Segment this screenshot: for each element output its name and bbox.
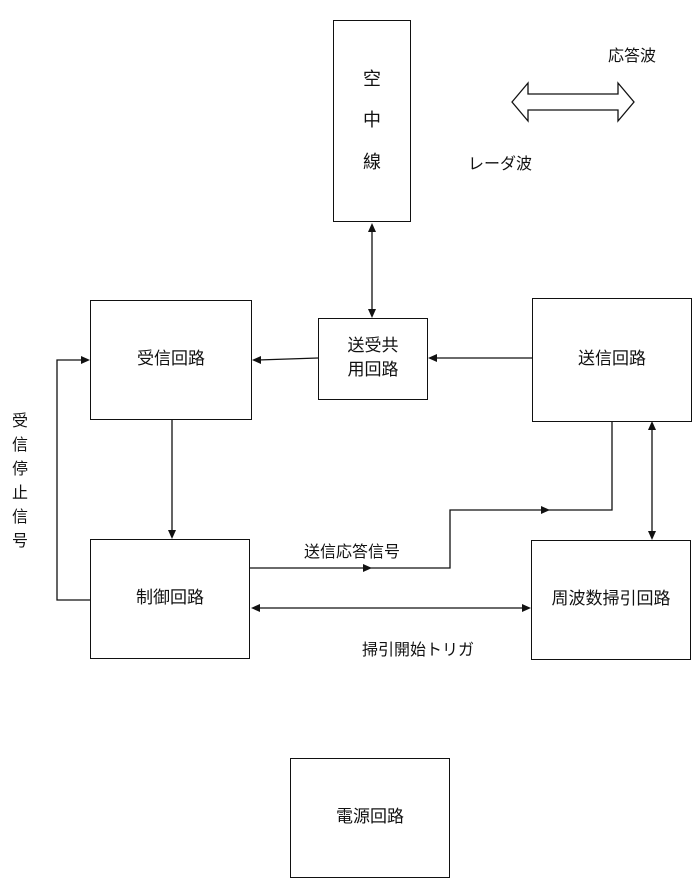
duplexer-label: 送受共 用回路	[347, 336, 399, 380]
transmitter-label: 送信回路	[578, 349, 646, 370]
power-label: 電源回路	[336, 807, 404, 828]
arrowhead-to-control-right	[251, 604, 260, 612]
arrowhead-to-control	[168, 530, 176, 539]
antenna-block: 空 中 線	[333, 20, 411, 222]
sweep-block: 周波数掃引回路	[531, 540, 691, 660]
tx-response-signal-label: 送信応答信号	[304, 542, 401, 561]
control-block: 制御回路	[90, 539, 250, 659]
arrowhead-to-transmitter	[648, 421, 656, 430]
response-wave-label: 応答波	[608, 46, 657, 65]
transmitter-block: 送信回路	[532, 298, 692, 422]
arrowhead-to-receiver-left	[81, 356, 90, 364]
antenna-label: 空 中 線	[363, 68, 381, 173]
receiver-block: 受信回路	[90, 300, 252, 420]
duplexer-receiver-line	[257, 357, 319, 361]
arrowhead-to-duplexer-right	[428, 354, 437, 362]
radar-wave-label: レーダ波	[468, 154, 533, 173]
wave-double-arrow	[511, 81, 635, 123]
sweep-label: 周波数掃引回路	[551, 589, 671, 610]
arrowhead-to-sweep	[648, 531, 656, 540]
arrowhead-mid-response	[363, 564, 372, 572]
arrowhead-to-sweep-left	[522, 604, 531, 612]
rx-stop-signal-line	[56, 359, 90, 601]
arrowhead-to-antenna	[368, 223, 376, 232]
receiver-label: 受信回路	[137, 349, 205, 370]
arrowhead-to-duplexer	[368, 309, 376, 318]
control-label: 制御回路	[136, 588, 204, 609]
power-block: 電源回路	[290, 758, 450, 878]
tx-response-signal-line	[250, 422, 613, 569]
arrowhead-mid-response-2	[541, 506, 550, 514]
rx-stop-signal-label: 受信停止信号	[9, 412, 28, 556]
duplexer-block: 送受共 用回路	[318, 318, 428, 400]
sweep-start-trigger-label: 掃引開始トリガ	[362, 640, 475, 659]
arrowhead-to-receiver	[252, 356, 261, 364]
